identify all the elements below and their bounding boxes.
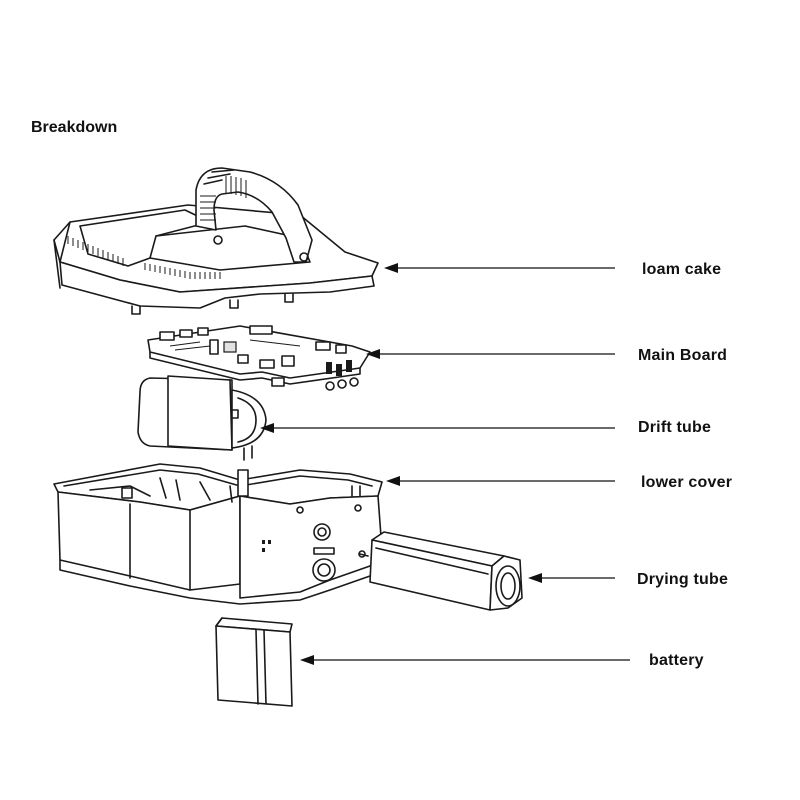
label-drying-tube: Drying tube — [637, 571, 729, 588]
label-loam-cake: loam cake — [642, 261, 722, 278]
carry-handle — [195, 167, 313, 263]
main-board-part — [147, 325, 371, 391]
label-main-board: Main Board — [638, 347, 728, 364]
battery-part — [215, 617, 293, 707]
label-lower-cover: lower cover — [641, 474, 733, 491]
arrow-drying-tube — [528, 573, 615, 583]
vent-slots — [67, 236, 221, 279]
loam-cake-part — [53, 167, 379, 315]
label-battery: battery — [649, 652, 704, 669]
drying-tube-part — [359, 531, 523, 611]
arrow-main-board — [366, 349, 615, 359]
arrow-loam-cake — [384, 263, 615, 273]
leader-arrows — [260, 263, 630, 665]
arrow-battery — [300, 655, 630, 665]
arrow-lower-cover — [386, 476, 615, 486]
diagram-heading: Breakdown — [31, 119, 118, 136]
drift-tube-part — [137, 375, 267, 461]
label-drift-tube: Drift tube — [638, 419, 712, 436]
arrow-drift-tube — [260, 423, 615, 433]
lower-cover-part — [53, 463, 383, 605]
